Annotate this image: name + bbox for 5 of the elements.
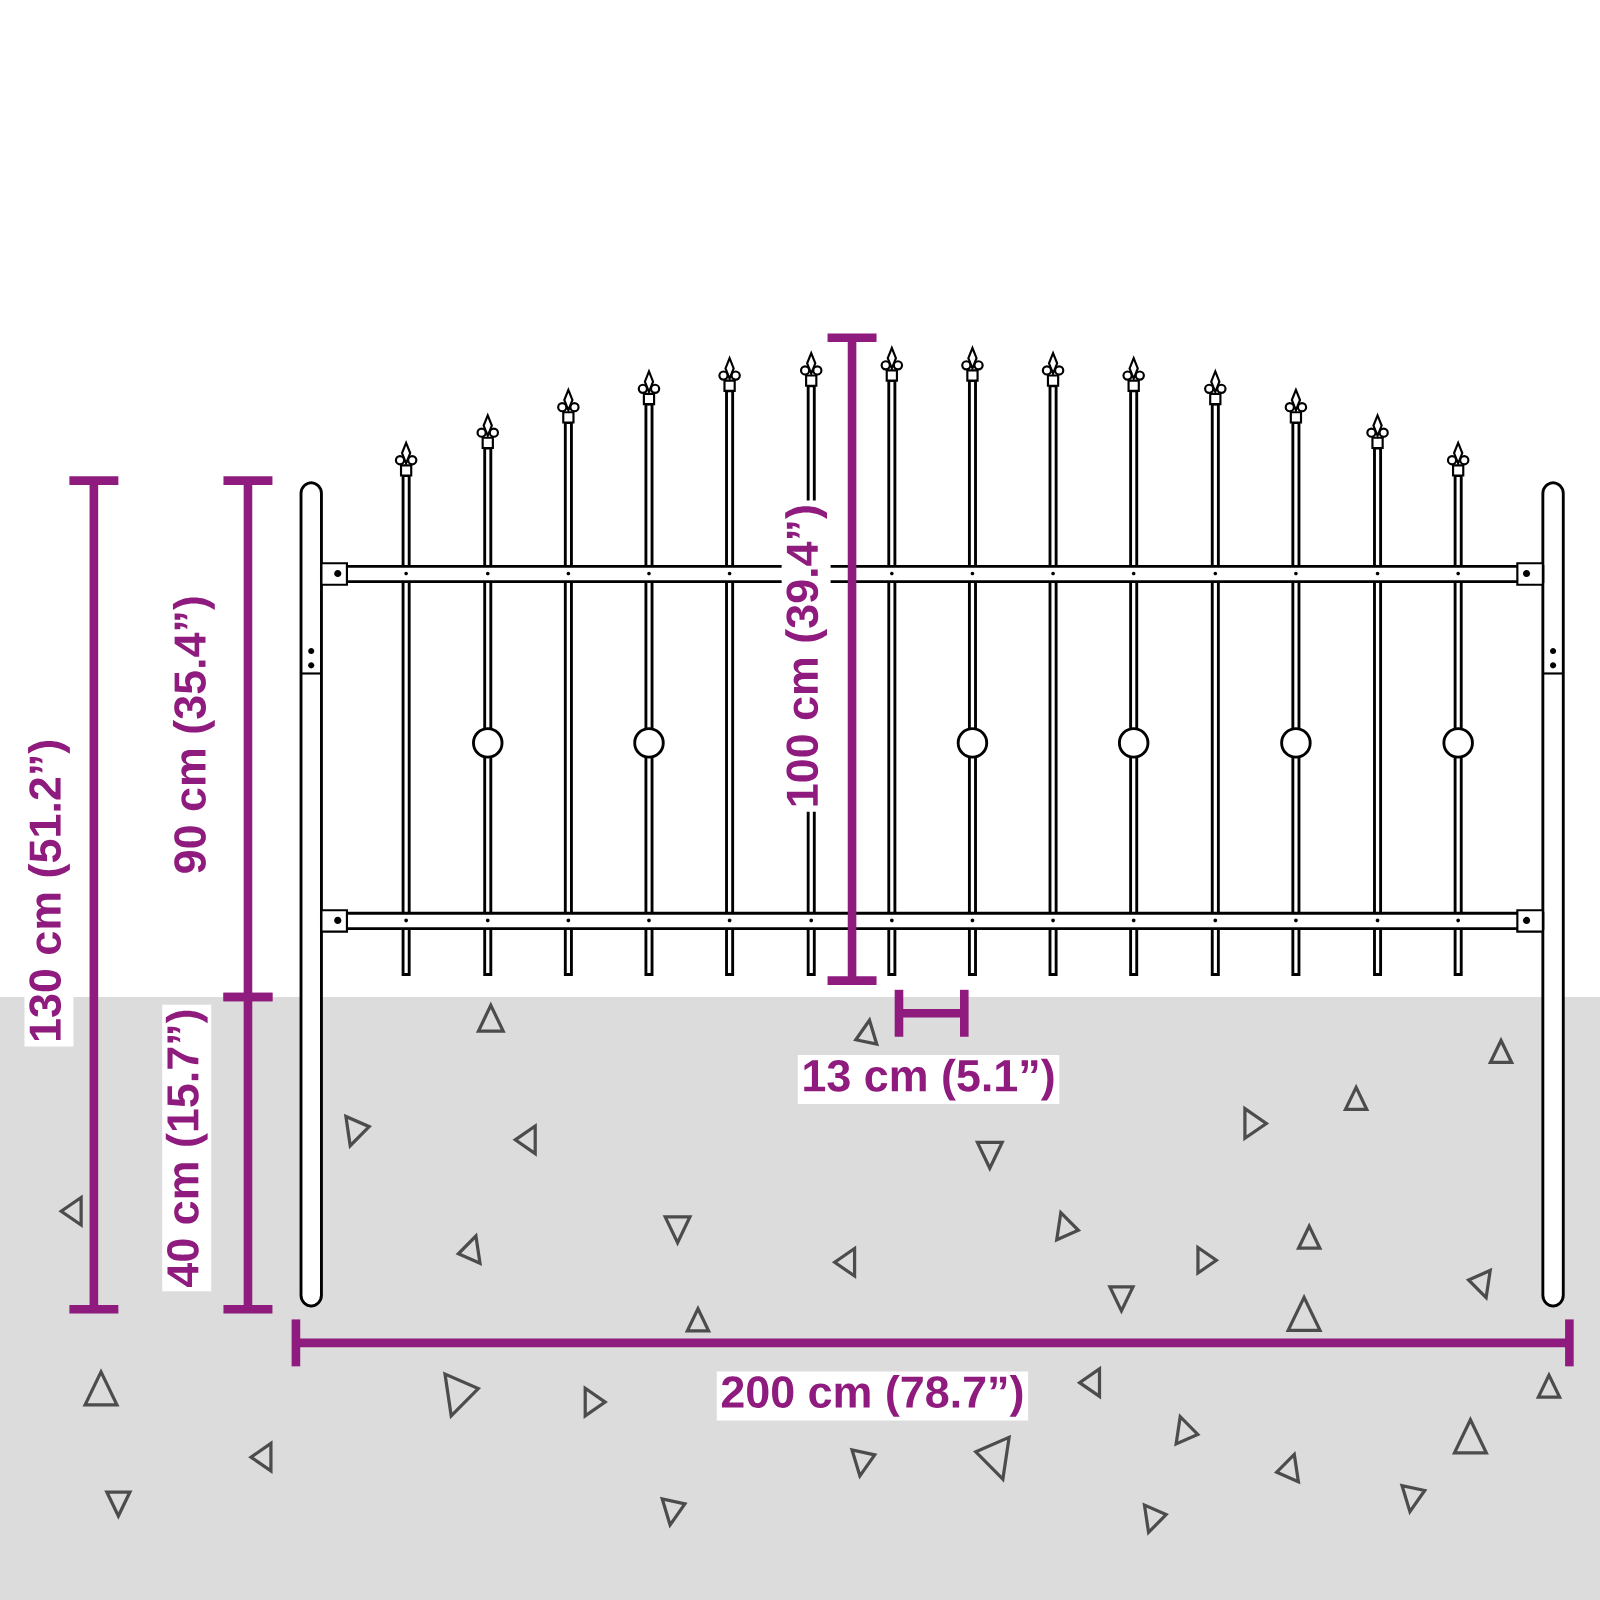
dimension-label: 40 cm (15.7”) (162, 1004, 212, 1292)
dimension-label: 90 cm (35.4”) (169, 591, 219, 878)
dimension-label: 13 cm (5.1”) (797, 1055, 1060, 1105)
dimension-label: 200 cm (78.7”) (716, 1371, 1029, 1421)
dimension-label: 130 cm (51.2”) (24, 735, 74, 1047)
